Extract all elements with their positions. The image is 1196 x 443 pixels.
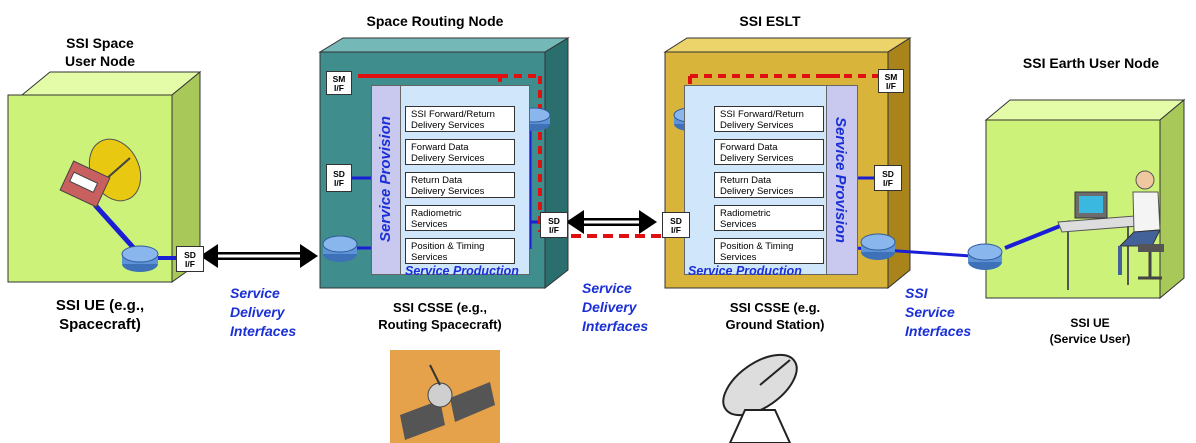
- routing-sd-if-box-right: SD I/F: [540, 212, 568, 238]
- earth-user-node-cube: [984, 98, 1186, 300]
- eslt-service-return-data: Return Data Delivery Services: [714, 172, 824, 198]
- service-delivery-interfaces-left: Service Delivery Interfaces: [230, 285, 297, 339]
- router-icon-routing-left: [322, 235, 358, 262]
- eslt-service-position-timing: Position & Timing Services: [714, 238, 824, 264]
- routing-service-forward-data: Forward Data Delivery Services: [405, 139, 515, 165]
- eslt-service-forward-return: SSI Forward/Return Delivery Services: [714, 106, 824, 132]
- service-user-icon: [1004, 170, 1164, 290]
- eslt-sd-if-box-right: SD I/F: [874, 165, 902, 191]
- title-eslt: SSI ESLT: [739, 13, 801, 29]
- caption-ue-user: SSI UE (Service User): [1049, 316, 1131, 346]
- routing-service-forward-return: SSI Forward/Return Delivery Services: [405, 106, 515, 132]
- caption-csse-ground: SSI CSSE (e.g. Ground Station): [725, 300, 825, 332]
- eslt-service-radiometric: Radiometric Services: [714, 205, 824, 231]
- title-space-user-node: SSI Space User Node: [64, 35, 136, 69]
- spacecraft-icon: [59, 138, 142, 257]
- caption-ue-spacecraft: SSI UE (e.g., Spacecraft): [55, 297, 145, 333]
- router-icon-earth-user: [967, 243, 1003, 270]
- router-icon-user-node: [121, 245, 176, 272]
- space-user-node-cube: [7, 70, 202, 283]
- routing-service-provision-label: Service Provision: [377, 116, 394, 243]
- title-earth-user-node: SSI Earth User Node: [1022, 55, 1160, 71]
- eslt-service-provision-label: Service Provision: [832, 116, 849, 243]
- ground-antenna-image: [722, 353, 798, 443]
- eslt-service-production-label: Service Production: [688, 264, 802, 278]
- routing-service-return-data: Return Data Delivery Services: [405, 172, 515, 198]
- caption-csse-routing: SSI CSSE (e.g., Routing Spacecraft): [378, 300, 502, 332]
- routing-sd-if-box-left: SD I/F: [326, 164, 352, 192]
- delivery-arrow-mid: [566, 210, 657, 234]
- delivery-arrow-left: [200, 244, 318, 268]
- user-node-sd-if-box: SD I/F: [176, 246, 204, 272]
- eslt-service-provision-panel: [826, 85, 858, 275]
- service-delivery-interfaces-mid: Service Delivery Interfaces: [582, 280, 649, 334]
- title-space-routing-node: Space Routing Node: [366, 13, 504, 29]
- eslt-sm-if-box: SM I/F: [878, 69, 904, 93]
- eslt-sd-if-box-left: SD I/F: [662, 212, 690, 238]
- routing-service-production-label: Service Production: [405, 264, 519, 278]
- ssi-service-interfaces: SSI Service Interfaces: [905, 285, 972, 339]
- routing-service-radiometric: Radiometric Services: [405, 205, 515, 231]
- router-icon-eslt-right: [860, 233, 896, 260]
- routing-service-position-timing: Position & Timing Services: [405, 238, 515, 264]
- routing-spacecraft-image: [390, 350, 500, 443]
- routing-sm-if-box: SM I/F: [326, 71, 352, 95]
- eslt-service-forward-data: Forward Data Delivery Services: [714, 139, 824, 165]
